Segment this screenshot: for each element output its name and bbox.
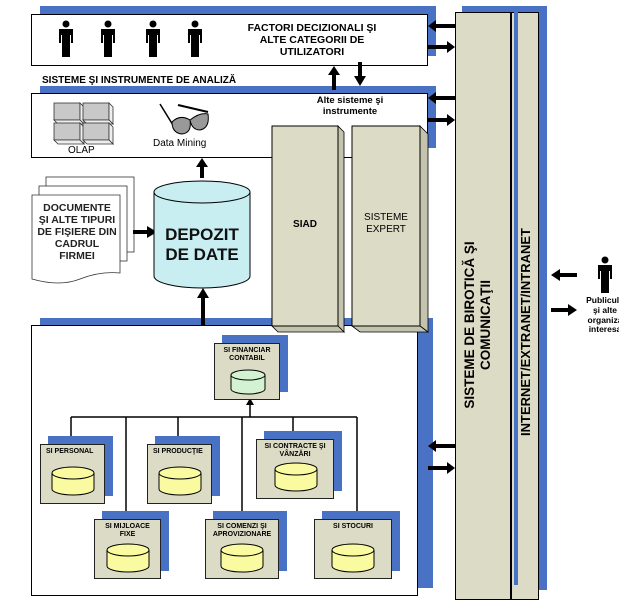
person-icon	[188, 20, 202, 57]
si-stocuri: SI STOCURI	[314, 511, 400, 579]
glasses-icon	[159, 103, 209, 135]
docs-to-warehouse-arrow	[133, 226, 157, 238]
operational-to-warehouse-arrow	[197, 288, 209, 326]
documents-line5: FIRMEI	[59, 250, 95, 263]
public-person-icon	[598, 256, 612, 293]
person-icon	[59, 20, 73, 57]
public-label: Publicul l şi alte organiza interesa	[575, 295, 619, 335]
si-financiar-line2: CONTABIL	[229, 355, 265, 363]
siad-panel	[271, 125, 345, 333]
warehouse-line2: DE DATE	[165, 244, 239, 264]
data-mining-label: Data Mining	[153, 138, 207, 149]
analysis-section-title: SISTEME ŞI INSTRUMENTE DE ANALIZĂ	[42, 75, 237, 86]
database-icon	[106, 543, 150, 573]
si-contracte-line1: SI CONTRACTE ŞI	[264, 443, 326, 450]
users-label-line1: FACTORI DECIZIONALI ŞI	[247, 22, 377, 34]
warehouse-to-analysis-arrow	[196, 158, 208, 178]
analysis-comm-arrows	[428, 92, 455, 126]
person-icon	[146, 20, 160, 57]
documents-line4: CADRUL	[54, 238, 100, 251]
users-to-analysis-arrow	[354, 62, 366, 86]
si-stocuri-line1: SI STOCURI	[333, 523, 373, 530]
users-comm-arrows	[428, 20, 455, 53]
database-icon	[51, 466, 95, 496]
documents-line1: DOCUMENTE	[43, 202, 111, 214]
public-line1: Publicul l	[586, 295, 619, 305]
public-line3: organiza	[587, 314, 619, 325]
expert-line1: SISTEME	[364, 212, 408, 223]
other-systems-line1: Alte sisteme şi	[316, 95, 384, 106]
network-inner-stripe	[514, 12, 518, 585]
expert-label: SISTEME EXPERT	[352, 212, 420, 235]
olap-label: OLAP	[68, 145, 95, 156]
documents-icon	[31, 176, 135, 284]
database-icon	[230, 369, 266, 395]
operational-comm-arrows	[428, 440, 455, 474]
si-personal-line1: SI PERSONAL	[46, 448, 94, 455]
siad-label: SIAD	[293, 219, 317, 230]
documents-line2: ŞI ALTE TIPURI	[38, 214, 116, 227]
database-icon	[220, 543, 264, 573]
warehouse-line1: DEPOZIT	[165, 225, 239, 244]
other-systems-label: Alte sisteme şi instrumente	[300, 95, 400, 118]
users-label: FACTORI DECIZIONALI ŞI ALTE CATEGORII DE…	[232, 22, 392, 58]
si-productie: SI PRODUCŢIE	[147, 436, 220, 504]
si-personal: SI PERSONAL	[40, 436, 113, 504]
si-comenzi-line1: SI COMENZI ŞI	[217, 523, 267, 530]
data-warehouse-cylinder	[153, 180, 251, 289]
users-label-line3: UTILIZATORI	[279, 46, 345, 59]
documents-label: DOCUMENTE ŞI ALTE TIPURI DE FIŞIERE DIN …	[30, 202, 124, 262]
documents-line3: DE FIŞIERE DIN	[37, 226, 117, 239]
si-mijloace-line1: SI MIJLOACE	[105, 523, 150, 530]
users-label-line2: ALTE CATEGORII DE	[259, 34, 365, 47]
database-icon	[274, 462, 318, 492]
expert-line2: EXPERT	[366, 223, 406, 235]
expert-panel	[350, 125, 430, 333]
database-icon	[158, 466, 202, 496]
users-box	[31, 14, 428, 66]
olap-cubes-icon	[53, 102, 114, 145]
si-contracte-line2: VÂNZĂRI	[279, 451, 311, 459]
si-mijloace-line2: FIXE	[119, 531, 136, 539]
data-warehouse-label: DEPOZIT DE DATE	[153, 225, 251, 264]
si-financiar-line1: SI FINANCIAR	[223, 347, 271, 354]
analysis-to-users-arrow	[328, 66, 340, 90]
communications-panel	[455, 12, 511, 600]
si-productie-line1: SI PRODUCŢIE	[153, 448, 203, 455]
public-line4: interesa	[588, 324, 619, 335]
database-icon	[331, 543, 375, 573]
si-comenzi-line2: APROVIZIONARE	[212, 531, 272, 539]
other-systems-line2: instrumente	[322, 105, 378, 117]
public-arrows	[551, 269, 577, 316]
public-line2: şi alte	[592, 304, 618, 315]
person-icon	[101, 20, 115, 57]
